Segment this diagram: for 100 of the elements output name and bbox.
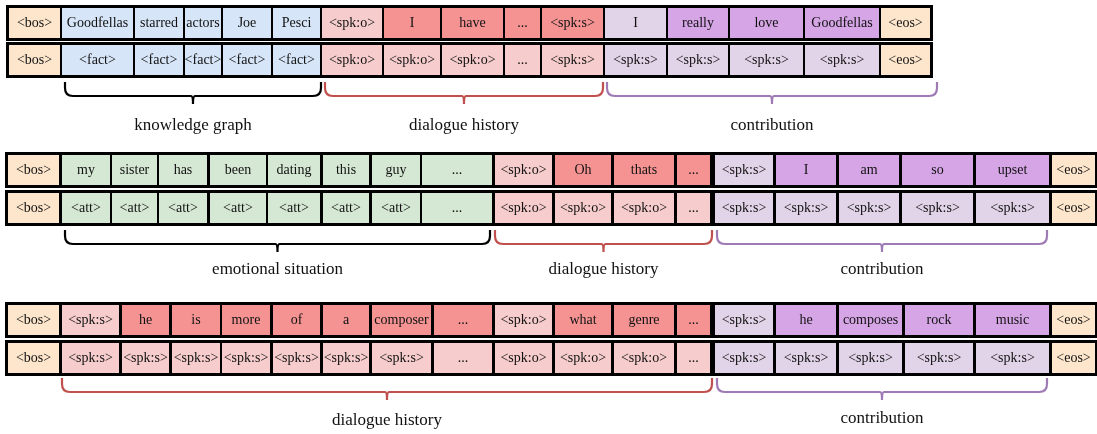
token-cell: Joe [223, 8, 271, 38]
token-cell: love [730, 8, 803, 38]
token-cell: <spk:o> [555, 193, 611, 223]
token-cell: <spk:s> [776, 193, 836, 223]
token-cell: <spk:s> [976, 343, 1049, 373]
token-cell: <spk:s> [605, 45, 666, 75]
token-cell: <eos> [1052, 343, 1095, 373]
token-cell: <spk:s> [172, 343, 220, 373]
segment-label: emotional situation [212, 259, 343, 279]
token-cell: actors [185, 8, 221, 38]
token-cell: Goodfellas [805, 8, 879, 38]
token-cell: <spk:s> [715, 305, 773, 335]
token-cell: <att> [268, 193, 320, 223]
token-cell: <spk:s> [323, 343, 369, 373]
token-cell: I [605, 8, 666, 38]
token-cell: <spk:s> [222, 343, 270, 373]
token-cell: <eos> [1052, 305, 1095, 335]
token-cell: <spk:o> [495, 343, 552, 373]
token-cell: ... [422, 155, 492, 185]
token-cell: <bos> [8, 305, 59, 335]
segment-label: dialogue history [548, 259, 659, 279]
token-cell: <spk:o> [322, 8, 382, 38]
token-cell: <spk:s> [715, 343, 773, 373]
token-cell: <spk:o> [614, 193, 674, 223]
token-cell: starred [135, 8, 183, 38]
token-cell: <spk:s> [542, 45, 603, 75]
token-cell: <eos> [881, 45, 930, 75]
token-cell: ... [677, 155, 710, 185]
segment-label: contribution [840, 408, 924, 428]
token-cell: <spk:s> [905, 343, 973, 373]
token-cell: <att> [112, 193, 157, 223]
token-cell: dating [268, 155, 320, 185]
token-cell: Oh [555, 155, 611, 185]
token-cell: <bos> [9, 8, 60, 38]
token-cell: <spk:s> [122, 343, 169, 373]
token-cell: <spk:s> [715, 193, 773, 223]
token-cell: he [776, 305, 836, 335]
token-cell: <bos> [8, 343, 59, 373]
token-cell: Goodfellas [62, 8, 133, 38]
token-cell: ... [677, 343, 710, 373]
token-cell: have [442, 8, 503, 38]
token-cell: <spk:o> [555, 343, 611, 373]
token-cell: I [384, 8, 440, 38]
token-cell: a [323, 305, 369, 335]
token-cell: <spk:s> [976, 193, 1049, 223]
token-cell: <eos> [881, 8, 930, 38]
token-cell: ... [505, 8, 540, 38]
segment-label: contribution [840, 259, 924, 279]
token-cell: <spk:s> [902, 193, 973, 223]
token-cell: really [668, 8, 728, 38]
token-cell: is [172, 305, 220, 335]
token-cell: ... [422, 193, 492, 223]
token-cell: <bos> [8, 193, 59, 223]
token-cell: <spk:s> [273, 343, 320, 373]
token-cell: <spk:s> [839, 343, 902, 373]
token-cell: <fact> [223, 45, 271, 75]
segment-label: dialogue history [332, 410, 442, 430]
segment-label: dialogue history [409, 115, 519, 135]
token-cell: Pesci [273, 8, 320, 38]
token-cell: I [776, 155, 836, 185]
token-cell: <spk:o> [322, 45, 382, 75]
token-cell: <spk:o> [614, 343, 674, 373]
token-cell: <fact> [62, 45, 133, 75]
segment-label: contribution [730, 115, 814, 135]
token-cell: <spk:s> [805, 45, 879, 75]
token-cell: of [273, 305, 320, 335]
token-cell: <spk:s> [62, 305, 119, 335]
token-cell: <att> [62, 193, 110, 223]
token-cell: what [555, 305, 611, 335]
token-cell: <bos> [9, 45, 60, 75]
token-cell: <spk:s> [668, 45, 728, 75]
token-cell: composer [372, 305, 431, 335]
token-cell: guy [372, 155, 420, 185]
token-cell: so [902, 155, 973, 185]
token-cell: <spk:s> [62, 343, 119, 373]
token-cell: has [159, 155, 207, 185]
token-cell: upset [976, 155, 1049, 185]
token-cell: <eos> [1052, 193, 1095, 223]
token-cell: music [976, 305, 1049, 335]
token-cell: <fact> [185, 45, 221, 75]
token-cell: <spk:s> [542, 8, 603, 38]
token-cell: composes [839, 305, 902, 335]
segment-label: knowledge graph [134, 115, 252, 135]
token-cell: <spk:o> [495, 155, 552, 185]
token-cell: <eos> [1052, 155, 1095, 185]
token-cell: he [122, 305, 169, 335]
token-cell: <spk:s> [776, 343, 836, 373]
token-cell: am [839, 155, 899, 185]
token-cell: <spk:s> [730, 45, 803, 75]
token-cell: this [323, 155, 369, 185]
token-cell: ... [434, 343, 492, 373]
token-cell: genre [614, 305, 674, 335]
token-cell: <att> [159, 193, 207, 223]
token-cell: my [62, 155, 110, 185]
token-cell: <att> [372, 193, 420, 223]
token-cell: <spk:s> [839, 193, 899, 223]
token-cell: <spk:o> [384, 45, 440, 75]
token-cell: <spk:o> [442, 45, 503, 75]
token-cell: <fact> [273, 45, 320, 75]
token-cell: ... [505, 45, 540, 75]
